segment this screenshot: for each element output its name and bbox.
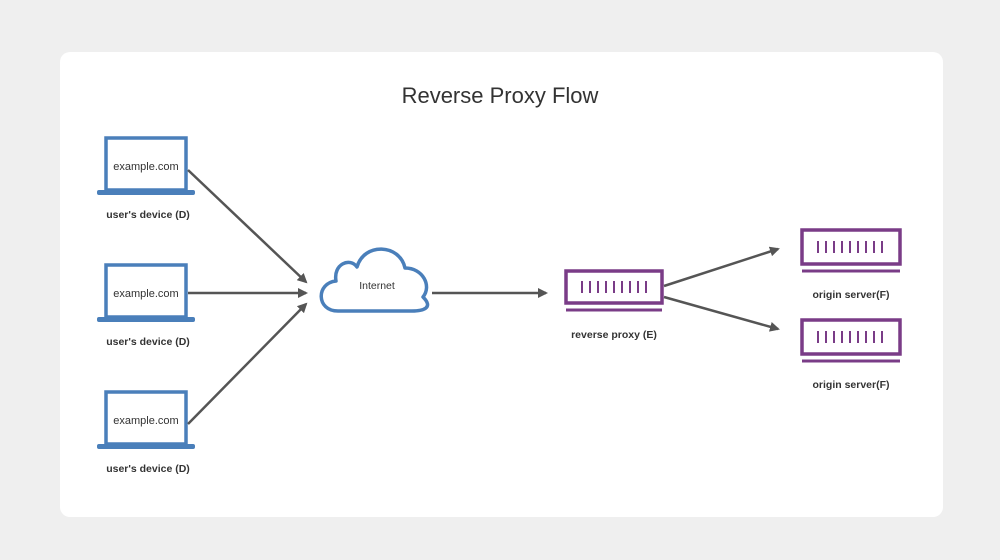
proxy-label: reverse proxy (E) <box>571 329 657 341</box>
internet-label: Internet <box>359 280 395 292</box>
user-device-3: example.com user's device (D) <box>97 390 195 475</box>
device-screen-text: example.com <box>113 288 178 300</box>
device-label: user's device (D) <box>106 209 190 221</box>
diagram-card <box>60 52 943 517</box>
origin-server-2: origin server(F) <box>800 318 902 391</box>
laptop-icon <box>97 390 195 449</box>
device-label: user's device (D) <box>106 463 190 475</box>
device-label: user's device (D) <box>106 336 190 348</box>
origin-server-label: origin server(F) <box>812 379 889 391</box>
server-rack-icon <box>800 318 902 363</box>
user-device-2: example.com user's device (D) <box>97 263 195 348</box>
laptop-icon <box>97 136 195 195</box>
user-device-1: example.com user's device (D) <box>97 136 195 221</box>
server-rack-icon <box>800 228 902 273</box>
arrow-proxy-to-origin2 <box>663 295 780 332</box>
arrow-device3-to-internet <box>187 302 308 425</box>
laptop-icon <box>97 263 195 322</box>
arrow-device1-to-internet <box>187 169 308 284</box>
origin-server-1: origin server(F) <box>800 228 902 301</box>
arrow-proxy-to-origin1 <box>663 246 780 288</box>
internet-node: Internet <box>319 247 430 313</box>
device-screen-text: example.com <box>113 415 178 427</box>
origin-server-label: origin server(F) <box>812 289 889 301</box>
device-screen-text: example.com <box>113 161 178 173</box>
reverse-proxy-node: reverse proxy (E) <box>564 269 664 341</box>
server-rack-icon <box>564 269 664 312</box>
diagram-title: Reverse Proxy Flow <box>402 83 599 108</box>
cloud-icon <box>319 247 430 313</box>
